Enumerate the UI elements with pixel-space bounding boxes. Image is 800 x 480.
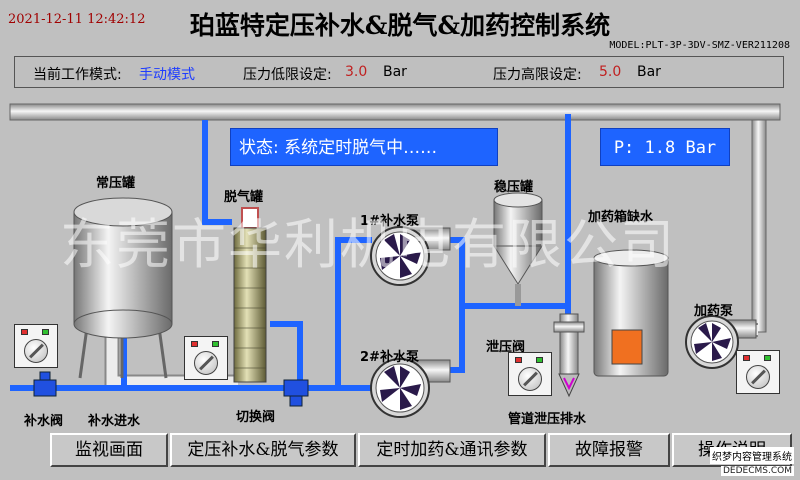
chem-level-indicator [611, 329, 643, 365]
chem-pump-label: 加药泵 [694, 304, 734, 319]
chem-pump [685, 315, 757, 369]
datetime-display: 2021-12-11 12:42:12 [8, 12, 146, 27]
mode-label: 当前工作模式: [33, 67, 122, 83]
stable-pressure-tank [493, 192, 543, 306]
pump-2 [370, 358, 451, 418]
chem-tank [593, 249, 669, 377]
low-limit-value[interactable]: 3.0 [345, 64, 368, 80]
switch-valve-label: 切换阀 [236, 410, 276, 425]
stop-led-icon [743, 355, 750, 361]
nav-fault-alarm-button[interactable]: 故障报警 [548, 433, 670, 467]
low-limit-unit: Bar [383, 64, 407, 80]
run-led-icon [212, 341, 219, 347]
pump2-label: 2#补水泵 [360, 350, 419, 365]
chem-tank-label: 加药箱缺水 [588, 210, 654, 225]
relief-control-panel[interactable] [508, 352, 552, 396]
run-led-icon [536, 357, 543, 363]
page-title: 珀蓝特定压补水&脱气&加药控制系统 [189, 11, 611, 40]
selector-knob-icon[interactable] [746, 365, 770, 389]
selector-knob-icon[interactable] [24, 339, 48, 363]
stop-led-icon [515, 357, 522, 363]
chem-pump-control-panel[interactable] [736, 350, 780, 394]
makeup-control-panel[interactable] [14, 324, 58, 368]
degas-tank-label: 脱气罐 [224, 190, 264, 205]
company-watermark: 东莞市华利机电有限公司 [60, 213, 676, 276]
pump-1 [370, 226, 451, 286]
stop-led-icon [191, 341, 198, 347]
stop-led-icon [21, 329, 28, 335]
mode-value[interactable]: 手动模式 [139, 67, 195, 83]
run-led-icon [42, 329, 49, 335]
relief-valve-label: 泄压阀 [486, 340, 526, 355]
pipe-relief-tee [553, 313, 585, 398]
makeup-valve-label: 补水阀 [24, 414, 64, 429]
nav-makeup-degas-params-button[interactable]: 定压补水&脱气参数 [170, 433, 356, 467]
selector-knob-icon[interactable] [518, 367, 542, 391]
pump1-label: 1#补水泵 [360, 214, 419, 229]
water-flow-lines [10, 114, 571, 391]
pipe-relief-label: 管道泄压排水 [508, 412, 587, 427]
system-status-display: 状态: 系统定时脱气中…… [230, 128, 498, 166]
switch-valve [283, 379, 309, 407]
normal-pressure-tank [73, 197, 173, 379]
pressure-display: P: 1.8 Bar [600, 128, 730, 166]
selector-knob-icon[interactable] [194, 351, 218, 375]
degas-tank [233, 207, 267, 383]
degas-control-panel[interactable] [184, 336, 228, 380]
high-limit-value[interactable]: 5.0 [599, 64, 622, 80]
model-label: MODEL:PLT-3P-3DV-SMZ-VER211208 [609, 40, 790, 51]
makeup-valve [33, 371, 57, 397]
nav-monitor-button[interactable]: 监视画面 [50, 433, 168, 467]
settings-bar: 当前工作模式: 手动模式 压力低限设定: 3.0 Bar 压力高限设定: 5.0… [14, 56, 784, 88]
low-limit-label: 压力低限设定: [243, 67, 332, 83]
stable-tank-label: 稳压罐 [494, 180, 534, 195]
nav-dosing-comm-params-button[interactable]: 定时加药&通讯参数 [358, 433, 546, 467]
high-limit-unit: Bar [637, 64, 661, 80]
main-header-pipe [9, 103, 781, 121]
high-limit-label: 压力高限设定: [493, 67, 582, 83]
chem-return-pipe [751, 119, 767, 333]
run-led-icon [764, 355, 771, 361]
corner-logo-text: 织梦内容管理系统 [710, 447, 794, 464]
makeup-inlet-label: 补水进水 [88, 414, 141, 429]
normal-tank-label: 常压罐 [96, 176, 136, 191]
corner-logo-url: DEDECMS.COM [721, 466, 794, 476]
